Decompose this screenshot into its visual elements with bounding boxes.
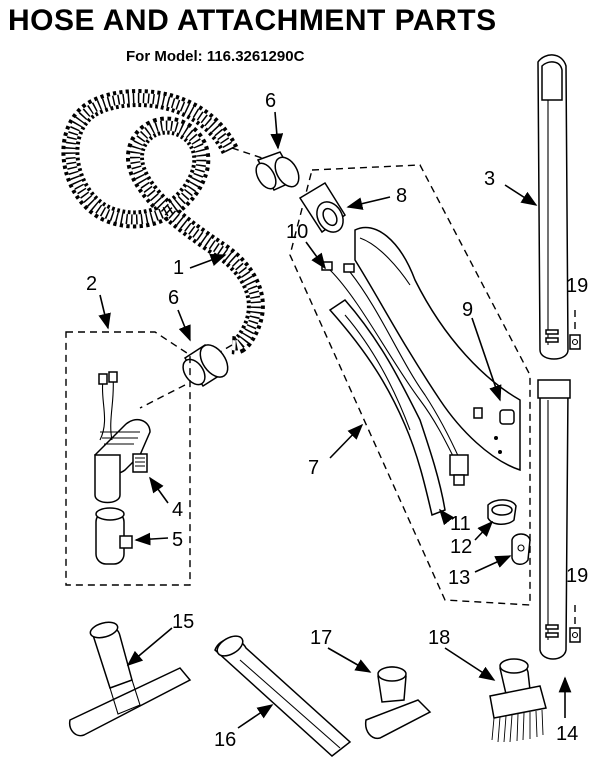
handle-group	[65, 331, 191, 586]
leader-lines	[98, 111, 572, 729]
handle-group-outline	[65, 331, 191, 586]
hose	[61, 89, 265, 355]
callout-18: 18	[428, 627, 450, 649]
callout-13: 13	[448, 567, 470, 589]
wand-handle-group	[289, 164, 531, 606]
callout-19-lower: 19	[566, 565, 588, 587]
hose-to-cuff-line	[231, 147, 263, 159]
callout-5: 5	[172, 529, 183, 551]
callout-11: 11	[450, 513, 471, 535]
page-title: HOSE AND ATTACHMENT PARTS	[8, 4, 497, 37]
hose-adaptor	[95, 507, 133, 565]
callout-7: 7	[308, 457, 319, 479]
callout-4: 4	[172, 499, 183, 521]
callout-19-upper: 19	[566, 275, 588, 297]
wand-wiring	[321, 261, 469, 486]
upper-wand	[537, 54, 581, 360]
wand-shell	[354, 226, 521, 472]
callout-17: 17	[310, 627, 332, 649]
callout-1: 1	[173, 257, 184, 279]
hose-cuff-lower	[139, 343, 233, 409]
hose-coil-outer	[61, 89, 265, 355]
floor-tool	[68, 621, 192, 737]
callout-6-lower: 6	[168, 287, 179, 309]
callout-labels: 1 2 3 4 5 6 6 7 8 9 10 11 12 13 14 15 16…	[86, 90, 588, 751]
callout-3: 3	[484, 168, 495, 190]
lower-wand	[537, 379, 581, 660]
release-latch	[487, 499, 517, 525]
swivel-connector	[298, 181, 347, 234]
hose-cuff-top	[255, 151, 300, 191]
callout-14: 14	[556, 723, 578, 745]
button-spring	[511, 533, 531, 565]
callout-9: 9	[462, 299, 473, 321]
switch-clip	[132, 453, 148, 473]
model-number: For Model: 116.3261290C	[126, 48, 305, 65]
callout-16: 16	[214, 729, 236, 751]
dusting-brush	[489, 658, 547, 743]
upholstery-tool	[364, 666, 432, 740]
callout-12: 12	[450, 536, 472, 558]
wand-group-outline	[289, 164, 531, 606]
callout-10: 10	[286, 221, 308, 243]
callout-2: 2	[86, 273, 97, 295]
callout-6-top: 6	[265, 90, 276, 112]
callout-8: 8	[396, 185, 407, 207]
crevice-tool	[214, 635, 352, 757]
callout-15: 15	[172, 611, 194, 633]
